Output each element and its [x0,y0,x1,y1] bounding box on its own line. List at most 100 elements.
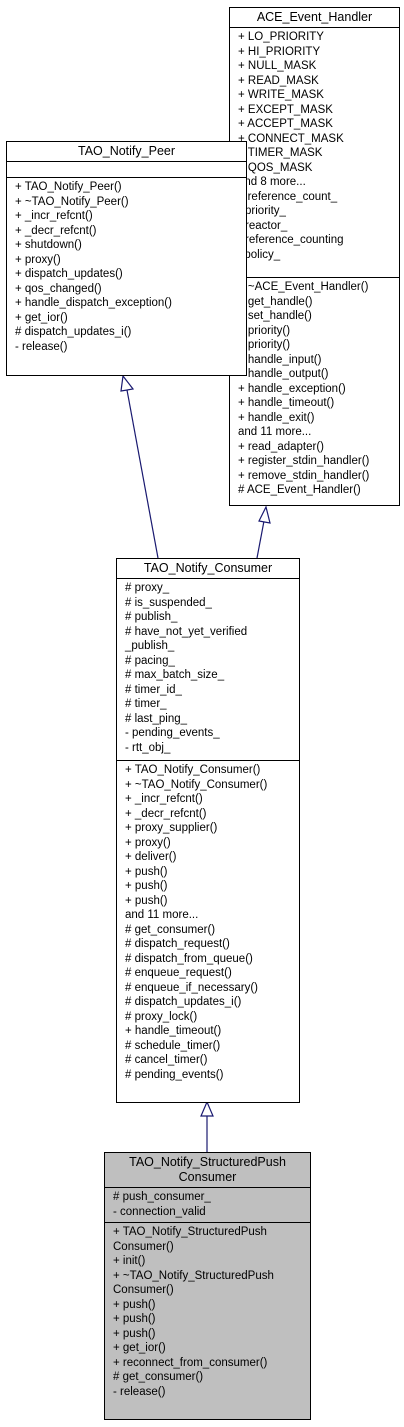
member-item[interactable]: # dispatch_from_queue() [125,952,253,965]
member-item[interactable]: + handle_output() [238,368,329,380]
member-item[interactable]: + WRITE_MASK [238,89,324,101]
member-item[interactable]: # dispatch_updates_i() [15,326,132,338]
member-item[interactable]: + push() [125,865,168,878]
attributes-section: # proxy_ # is_suspended_ # publish_ # have_… [117,579,299,761]
member-item[interactable]: + qos_changed() [15,282,102,295]
member-item[interactable]: + _decr_refcnt() [15,224,97,237]
member-item[interactable]: - pending_events_ [125,727,220,739]
member-item[interactable]: + push() [113,1313,156,1325]
member-item[interactable]: # push_consumer_ [113,1191,211,1203]
member-item[interactable]: # max_batch_size_ [125,669,225,681]
member-item[interactable]: + READ_MASK [238,74,319,87]
member-item[interactable]: # ACE_Event_Handler() [238,484,361,496]
member-item[interactable]: + handle_timeout() [125,1025,222,1037]
member-item[interactable]: - reactor_ [238,219,288,232]
edge-consumer-to-event-handler [256,520,265,559]
member-item[interactable]: + handle_exit() [238,411,315,424]
member-item[interactable]: # proxy_ [125,582,170,594]
member-item[interactable]: + proxy_supplier() [125,822,218,834]
member-item[interactable]: + EXCEPT_MASK [238,103,333,116]
member-item[interactable]: # publish_ [125,611,178,623]
class-title[interactable]: TAO_Notify_Consumer [117,559,299,579]
member-item[interactable]: # get_consumer() [125,923,216,936]
member-item[interactable]: + CONNECT_MASK [238,132,344,145]
member-item[interactable]: + set_handle() [238,310,312,322]
member-item[interactable]: - rtt_obj_ [125,741,171,754]
member-item[interactable]: # enqueue_if_necessary() [125,981,258,994]
member-item[interactable]: + LO_PRIORITY [238,31,324,43]
member-item[interactable]: # cancel_timer() [125,1054,208,1066]
member-item[interactable]: # timer_id_ [125,683,182,696]
member-item[interactable]: + ACCEPT_MASK [238,118,333,130]
member-item[interactable]: - priority_ [238,205,286,217]
member-item[interactable]: + init() [113,1255,146,1267]
member-item[interactable]: + priority() [238,339,291,351]
arrow-consumer [200,1100,214,1117]
member-item[interactable]: + dispatch_updates() [15,268,123,280]
member-item[interactable]: + TAO_Notify_StructuredPush Consumer() [113,1226,267,1253]
member-item[interactable]: # is_suspended_ [125,596,212,609]
member-item[interactable]: + push() [113,1327,156,1340]
member-item[interactable]: + ~TAO_Notify_StructuredPush Consumer() [113,1269,274,1297]
member-item[interactable]: # pending_events() [125,1068,224,1081]
member-item[interactable]: - release() [113,1385,166,1398]
class-tao-notify-peer[interactable]: TAO_Notify_Peer + TAO_Notify_Peer() + ~TA… [6,141,247,376]
member-item[interactable]: + NULL_MASK [238,60,317,72]
member-item[interactable]: + push() [113,1298,156,1311]
member-item[interactable]: + TIMER_MASK [238,147,323,159]
methods-section: + TAO_Notify_Peer() + ~TAO_Notify_Peer() +… [7,178,246,357]
member-item[interactable]: + deliver() [125,851,177,863]
class-title[interactable]: TAO_Notify_StructuredPush Consumer [105,1153,310,1188]
member-item[interactable]: # enqueue_request() [125,967,232,979]
member-item[interactable]: + handle_dispatch_exception() [15,297,172,309]
class-title[interactable]: TAO_Notify_Peer [7,142,246,162]
member-item[interactable]: # dispatch_updates_i() [125,996,242,1008]
member-item[interactable]: and 8 more... [238,176,306,188]
member-item[interactable]: + TAO_Notify_Peer() [15,181,122,193]
member-item[interactable]: # schedule_timer() [125,1039,221,1052]
member-item[interactable]: + priority() [238,324,291,337]
member-item[interactable]: + proxy() [125,836,171,849]
member-item[interactable]: + _incr_refcnt() [15,210,93,222]
member-item[interactable]: + remove_stdin_handler() [238,469,370,482]
member-item[interactable]: + handle_input() [238,353,322,366]
member-item[interactable]: + push() [125,880,168,892]
member-item[interactable]: + handle_exception() [238,382,346,395]
class-title[interactable]: ACE_Event_Handler [230,8,399,28]
member-item[interactable]: # last_ping_ [125,712,188,725]
member-item[interactable]: + get_ior() [15,311,68,324]
member-item[interactable]: + read_adapter() [238,440,324,453]
member-item[interactable]: # pacing_ [125,654,175,667]
member-item[interactable]: + shutdown() [15,239,82,251]
member-item[interactable]: + get_handle() [238,295,313,308]
class-tao-notify-consumer[interactable]: TAO_Notify_Consumer # proxy_ # is_suspend… [116,558,300,1103]
member-item[interactable]: and 11 more... [238,426,312,438]
member-item[interactable]: + get_ior() [113,1342,166,1354]
member-item[interactable]: # dispatch_request() [125,938,230,950]
member-item[interactable]: + register_stdin_handler() [238,455,370,467]
member-item[interactable]: # proxy_lock() [125,1010,198,1023]
member-item[interactable]: and 11 more... [125,909,199,921]
member-item[interactable]: - connection_valid [113,1205,206,1218]
member-item[interactable]: + ~TAO_Notify_Peer() [15,195,129,208]
member-item[interactable]: # reference_count_ [238,190,338,203]
member-item[interactable]: + ~ACE_Event_Handler() [238,281,369,293]
class-ace-event-handler[interactable]: ACE_Event_Handler + LO_PRIORITY + HI_PRIO… [229,7,400,506]
member-item[interactable]: # get_consumer() [113,1371,204,1383]
member-item[interactable]: + handle_timeout() [238,397,335,409]
member-item[interactable]: + _decr_refcnt() [125,807,207,820]
member-item[interactable]: + _incr_refcnt() [125,793,203,805]
member-item[interactable]: + proxy() [15,253,61,266]
class-tao-notify-structured-push-consumer[interactable]: TAO_Notify_StructuredPush Consumer # pus… [104,1152,311,1420]
member-item[interactable]: # have_not_yet_verified _publish_ [125,625,248,653]
member-item[interactable]: + ~TAO_Notify_Consumer() [125,778,268,791]
member-item[interactable]: + push() [125,894,168,907]
member-item[interactable]: - reference_counting _policy_ [238,234,344,261]
member-item[interactable]: - release() [15,340,68,353]
member-item[interactable]: + HI_PRIORITY [238,45,321,58]
member-item[interactable]: + QOS_MASK [238,161,313,174]
member-item[interactable]: # timer_ [125,698,167,710]
member-item[interactable]: + TAO_Notify_Consumer() [125,764,261,776]
member-item[interactable]: + reconnect_from_consumer() [113,1356,268,1369]
